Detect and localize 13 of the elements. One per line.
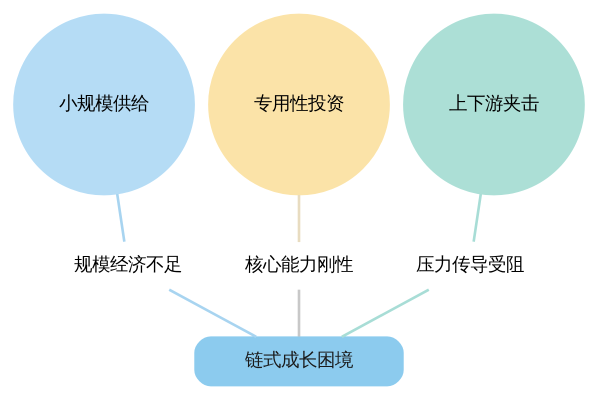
connector — [298, 290, 300, 336]
connector — [472, 194, 482, 242]
node-text: 核心能力刚性 — [245, 254, 353, 276]
node-circle: 上下游夹击 — [403, 14, 585, 196]
node-circle: 专用性投资 — [208, 14, 390, 196]
connector — [168, 288, 257, 338]
node-text: 压力传导受阻 — [416, 254, 524, 276]
node-circle: 小规模供给 — [13, 14, 195, 196]
node-box: 链式成长困境 — [194, 336, 404, 386]
connector — [298, 194, 300, 242]
connector — [341, 288, 430, 338]
connector — [116, 194, 126, 242]
node-text: 规模经济不足 — [74, 254, 182, 276]
